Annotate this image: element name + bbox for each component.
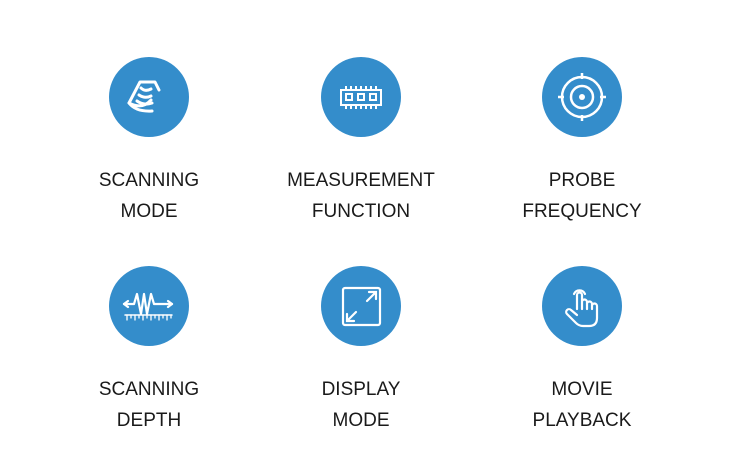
feature-label: SCANNING MODE: [49, 165, 249, 227]
label-line: MODE: [120, 201, 178, 222]
ultrasound-scan-icon: [109, 57, 189, 137]
feature-label: DISPLAY MODE: [261, 374, 461, 436]
feature-label: MOVIE PLAYBACK: [482, 374, 682, 436]
label-line: MOVIE: [551, 379, 613, 400]
feature-label: PROBE FREQUENCY: [482, 165, 682, 227]
touch-hand-icon: [542, 266, 622, 346]
label-line: FUNCTION: [311, 201, 411, 222]
label-line: DISPLAY: [321, 379, 401, 400]
target-crosshair-icon: [542, 57, 622, 137]
label-line: SCANNING: [98, 170, 200, 191]
feature-label: MEASUREMENT FUNCTION: [261, 165, 461, 227]
label-line: MODE: [332, 410, 390, 431]
label-line: DEPTH: [116, 410, 182, 431]
feature-label: SCANNING DEPTH: [49, 374, 249, 436]
depth-wave-ruler-icon: [109, 266, 189, 346]
label-line: MEASUREMENT: [287, 170, 435, 191]
expand-arrows-icon: [321, 266, 401, 346]
memory-chip-icon: [321, 57, 401, 137]
label-line: PROBE: [548, 170, 616, 191]
label-line: PLAYBACK: [532, 410, 632, 431]
label-line: SCANNING: [98, 379, 200, 400]
label-line: FREQUENCY: [522, 201, 642, 222]
